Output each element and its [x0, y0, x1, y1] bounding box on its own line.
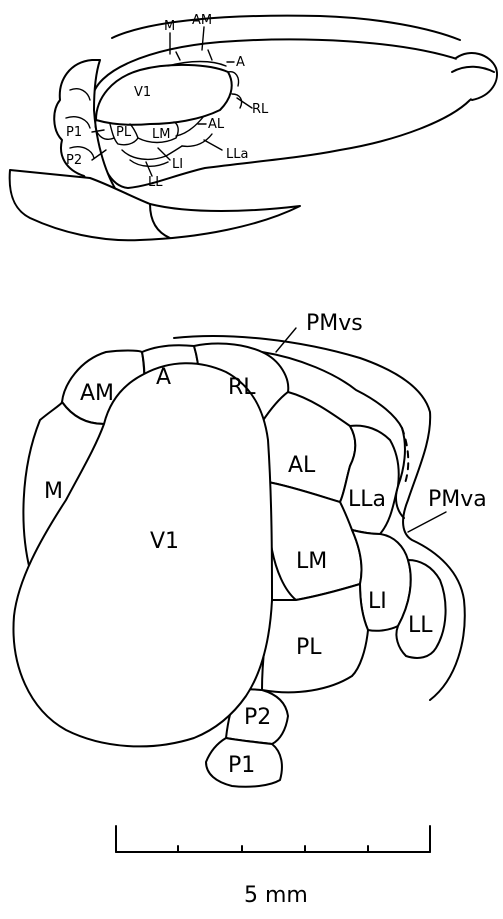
label-p1: P1 [228, 753, 255, 778]
leader-pmva [408, 512, 446, 532]
scale-bar-ticks [116, 826, 430, 852]
label-top-pl: PL [116, 125, 132, 140]
label-top-a: A [236, 55, 245, 70]
label-top-lm: LM [152, 127, 170, 142]
label-top-al: AL [208, 117, 225, 132]
scale-bar-label: 5 mm [244, 883, 308, 908]
label-lm: LM [296, 549, 327, 574]
label-top-li: LI [172, 157, 183, 172]
label-al: AL [288, 453, 316, 478]
label-lla: LLa [348, 487, 386, 512]
label-top-rl: RL [252, 102, 269, 117]
label-pmvs: PMvs [306, 311, 363, 336]
label-pmva: PMva [428, 487, 487, 512]
label-a: A [156, 365, 171, 390]
label-ll: LL [408, 613, 433, 638]
brain-lateral-view: M AM A V1 RL AL LM PL P1 P2 LLa LI LL [10, 13, 497, 240]
label-pl: PL [296, 635, 322, 660]
label-top-p1: P1 [66, 125, 82, 140]
label-top-v1: V1 [134, 85, 151, 100]
label-m: M [44, 479, 63, 504]
label-top-ll: LL [148, 175, 163, 190]
label-rl: RL [228, 375, 256, 400]
cortical-area-map: PMvs A AM RL M AL V1 LLa PMva LM LI LL P… [13, 311, 486, 787]
label-am: AM [80, 381, 114, 406]
label-v1: V1 [150, 529, 179, 554]
scale-bar: 5 mm [116, 826, 430, 908]
label-top-p2: P2 [66, 153, 82, 168]
label-top-am: AM [192, 13, 212, 28]
label-li: LI [368, 589, 387, 614]
label-top-m: M [164, 19, 175, 34]
label-p2: P2 [244, 705, 271, 730]
label-top-lla: LLa [226, 147, 248, 162]
